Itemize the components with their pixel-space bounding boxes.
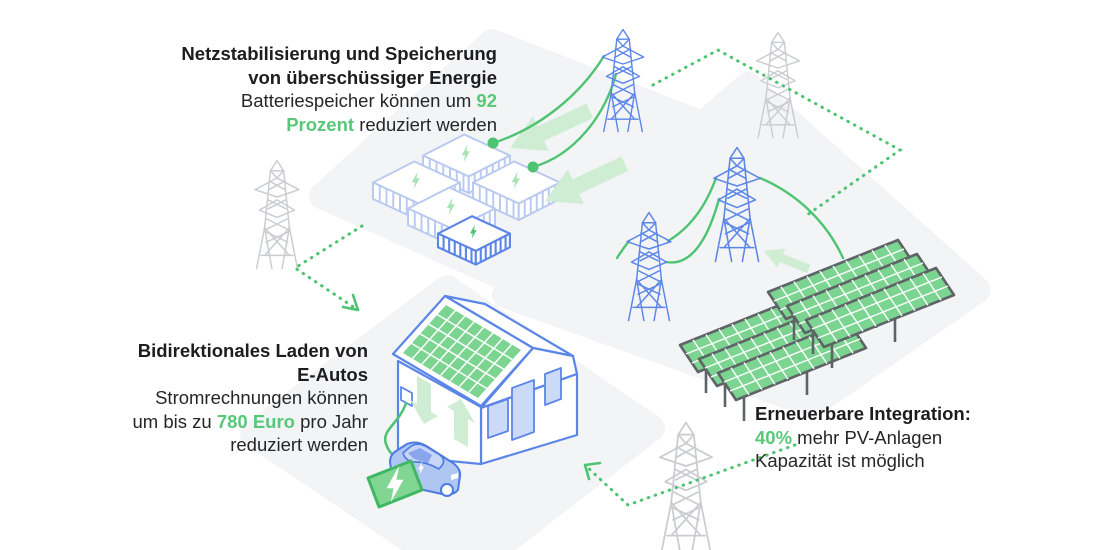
route-grid-diamond — [651, 48, 903, 217]
callout-body: 40% mehr PV-Anlagen — [755, 426, 990, 450]
body-text: pro Jahr — [294, 410, 368, 432]
highlight-value: 92 — [476, 90, 497, 111]
callout-body: um bis zu 780 Euro pro Jahr — [130, 410, 368, 434]
callout-title: E-Autos — [297, 363, 368, 385]
callout-title: Erneuerbare Integration: — [755, 403, 971, 424]
charging-sign — [366, 459, 424, 509]
highlight-value: Prozent — [286, 113, 355, 135]
highlight-value: 40% — [755, 426, 793, 448]
arrowhead-icon — [583, 461, 602, 481]
callout-body: Prozent reduziert werden — [167, 113, 497, 137]
body-text: um bis zu — [132, 410, 217, 432]
route-storage-to-house — [292, 224, 364, 310]
callout-ev: Bidirektionales Laden von E-Autos Stromr… — [130, 339, 368, 457]
pylon-icon — [659, 422, 713, 550]
callout-body: Stromrechnungen können — [155, 387, 368, 408]
window — [487, 398, 509, 439]
window — [544, 367, 562, 406]
door — [511, 379, 535, 441]
callout-body: reduziert werden — [230, 434, 368, 455]
arrowhead-icon — [341, 293, 360, 312]
route-solar-to-house — [584, 443, 797, 507]
callout-title: von überschüssiger Energie — [248, 66, 497, 88]
callout-storage: Netzstabilisierung und Speicherung von ü… — [167, 42, 497, 136]
body-text: Batteriespeicher können um — [240, 90, 477, 111]
body-text: reduziert werden — [354, 113, 497, 135]
callout-renewable: Erneuerbare Integration: 40% mehr PV-Anl… — [755, 402, 990, 473]
body-text: mehr PV-Anlagen — [792, 426, 943, 448]
highlight-value: 780 Euro — [216, 410, 295, 432]
callout-body: Batteriespeicher können um 92 — [167, 89, 497, 113]
pylon-icon — [254, 160, 300, 269]
wallbox-charger — [400, 386, 413, 407]
callout-title: Bidirektionales Laden von — [137, 340, 368, 361]
house — [391, 294, 579, 466]
callout-body: Kapazität ist möglich — [755, 450, 925, 471]
callout-title: Netzstabilisierung und Speicherung — [181, 43, 497, 64]
roof-solar-panels — [403, 305, 521, 398]
dashed-energy-routes — [292, 48, 903, 507]
